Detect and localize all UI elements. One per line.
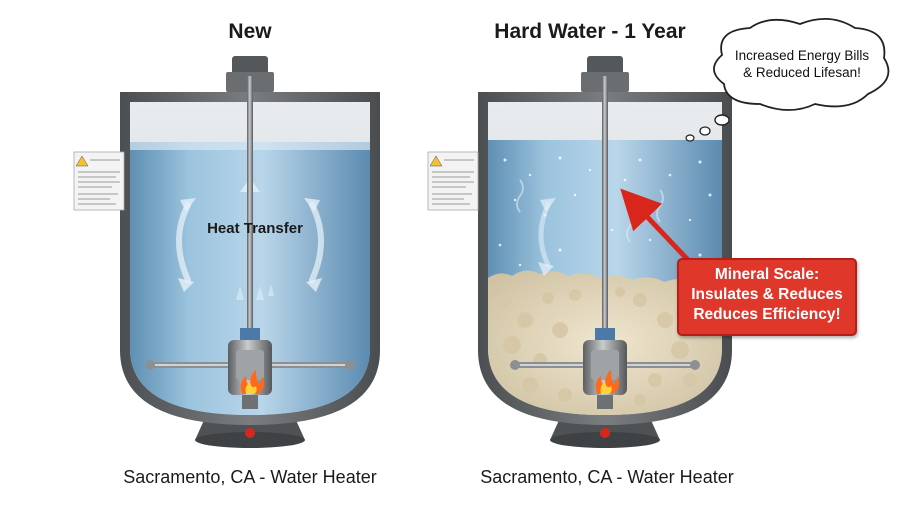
- callout-line: Mineral Scale:: [714, 266, 820, 283]
- flame-icon: [240, 370, 265, 394]
- callout-arrow: [620, 188, 692, 264]
- heat-transfer-label: Heat Transfer: [207, 220, 303, 237]
- drain-valve-icon: [600, 428, 610, 438]
- thought-bubble-text: Increased Energy Bills & Reduced Lifesan…: [722, 47, 882, 81]
- mineral-scale-callout: Mineral Scale: Insulates & Reduces Reduc…: [677, 258, 857, 336]
- caption-right: Sacramento, CA - Water Heater: [480, 467, 734, 487]
- drain-valve-icon: [245, 428, 255, 438]
- warning-label-icon: [427, 151, 479, 211]
- callout-line: Reduces Efficiency!: [693, 306, 841, 323]
- callout-line: Insulates & Reduces: [691, 286, 843, 303]
- caption-left: Sacramento, CA - Water Heater: [123, 467, 377, 487]
- inlet-pipe-cap: [587, 56, 623, 76]
- anode-rod: [602, 76, 608, 346]
- sediment-particles: [498, 156, 712, 267]
- inlet-pipe-cap: [232, 56, 268, 76]
- thought-bubble: [685, 18, 890, 142]
- warning-label-icon: [73, 151, 125, 211]
- thought-line: & Reduced Lifesan!: [743, 65, 861, 80]
- convection-arrows: [176, 202, 324, 283]
- left-tank: [73, 56, 380, 448]
- thought-line: Increased Energy Bills: [734, 48, 870, 63]
- flame-icon: [595, 370, 620, 394]
- anode-rod: [247, 76, 253, 346]
- right-tank: [427, 56, 732, 448]
- panel-title-hard-water: Hard Water - 1 Year: [494, 20, 686, 43]
- panel-title-new: New: [228, 20, 272, 43]
